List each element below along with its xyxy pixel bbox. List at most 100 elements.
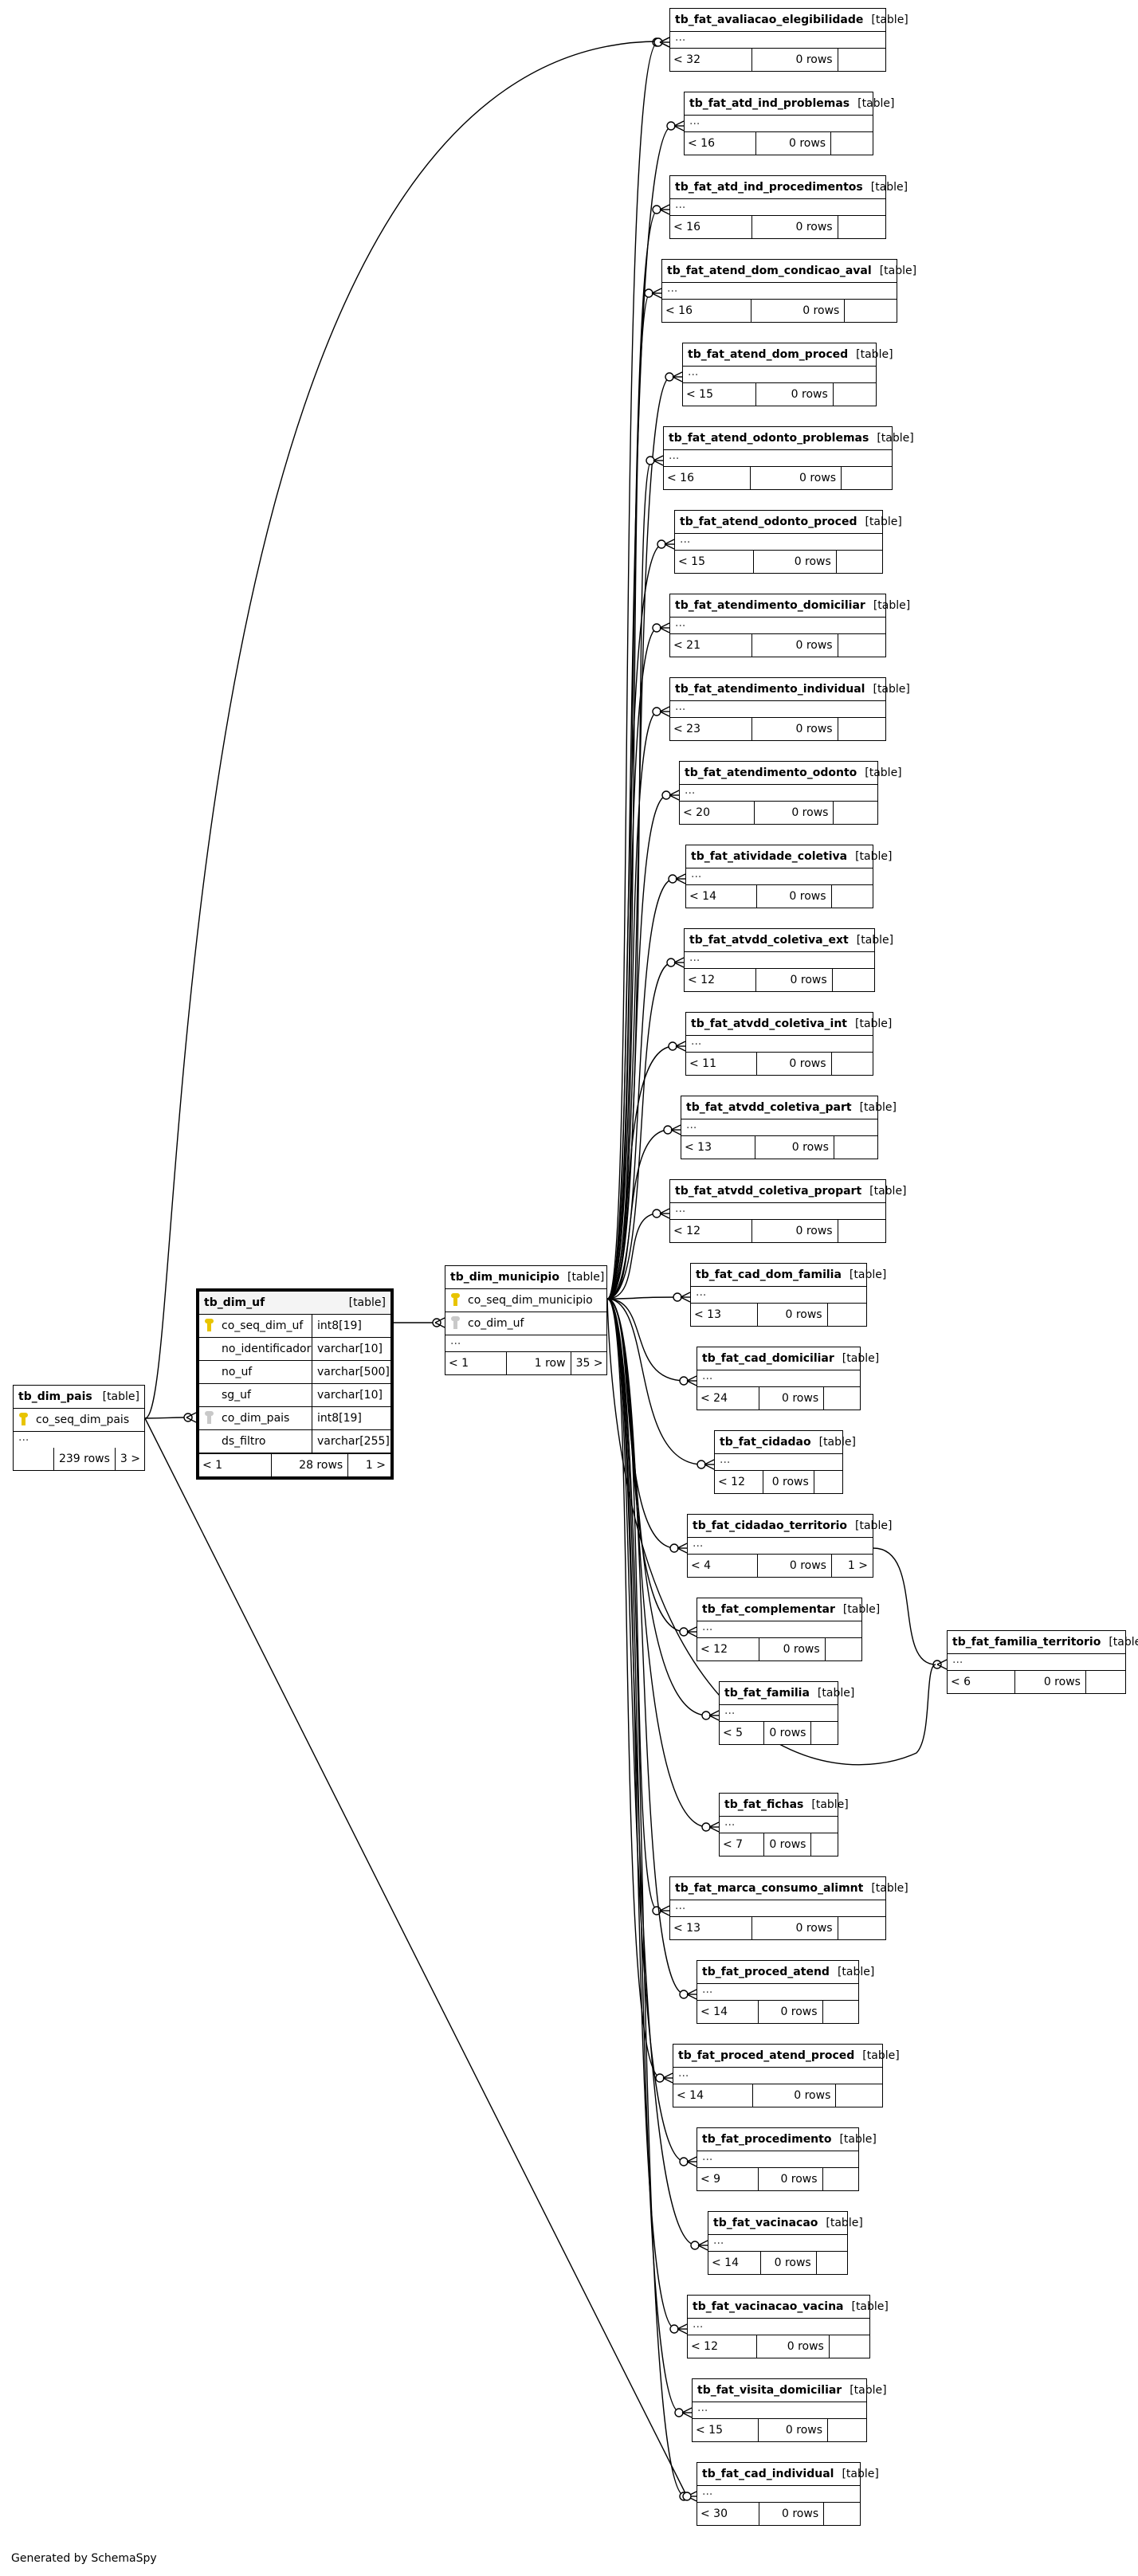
column-row[interactable]: no_uf varchar[500] — [199, 1361, 390, 1384]
parents-count: < 12 — [685, 969, 757, 991]
table-tb-fat-atendimento-domiciliar[interactable]: tb_fat_atendimento_domiciliar[table]...<… — [669, 594, 910, 657]
table-tb-fat-atend-dom-condicao-aval[interactable]: tb_fat_atend_dom_condicao_aval[table]...… — [661, 259, 916, 323]
table-footer: < 1 28 rows 1 > — [199, 1453, 390, 1476]
table-tb-fat-familia-territorio[interactable]: tb_fat_familia_territorio [table] ... < … — [947, 1630, 1138, 1694]
optional-marker-icon — [652, 1209, 661, 1218]
table-tag: [table] — [877, 432, 914, 445]
table-tag: [table] — [855, 1017, 893, 1030]
table-tb-fat-atd-ind-procedimentos[interactable]: tb_fat_atd_ind_procedimentos[table]...< … — [669, 175, 908, 239]
generated-by-credit: Generated by SchemaSpy — [11, 2552, 157, 2565]
parents-count: < 5 — [720, 1722, 765, 1744]
ellipsis-row: ... — [685, 784, 696, 797]
table-name: tb_fat_cad_domiciliar — [702, 1352, 834, 1365]
column-row[interactable]: sg_uf varchar[10] — [199, 1384, 390, 1407]
table-tag: [table] — [817, 1687, 855, 1700]
optional-marker-icon — [646, 456, 655, 465]
column-row[interactable]: co_dim_pais int8[19] — [199, 1407, 390, 1430]
parents-count: < 16 — [664, 467, 751, 489]
optional-marker-icon — [669, 2324, 679, 2334]
optional-marker-icon — [663, 1125, 673, 1135]
children-count: 35 > — [575, 1357, 603, 1370]
column-row[interactable]: co_seq_dim_municipio — [445, 1289, 606, 1312]
table-tb-dim-pais[interactable]: tb_dim_pais [table] co_seq_dim_pais ... … — [13, 1385, 145, 1471]
many-marker-icon — [686, 1989, 697, 2000]
edge-municipio-to-tb-fat-atvdd-coletiva-propart — [606, 1213, 659, 1300]
table-tb-fat-atvdd-coletiva-propart[interactable]: tb_fat_atvdd_coletiva_propart[table]...<… — [669, 1179, 907, 1243]
many-marker-icon — [708, 1821, 720, 1833]
table-tb-fat-atendimento-individual[interactable]: tb_fat_atendimento_individual[table]...<… — [669, 677, 910, 741]
parents-count: < 7 — [720, 1833, 765, 1856]
table-tag: [table] — [870, 181, 908, 194]
table-header: tb_fat_vacinacao_vacina[table] — [688, 2296, 889, 2319]
row-count: 239 rows — [54, 1448, 116, 1470]
table-tb-fat-marca-consumo-alimnt[interactable]: tb_fat_marca_consumo_alimnt[table]...< 1… — [669, 1876, 908, 1940]
column-row[interactable]: co_seq_dim_uf int8[19] — [199, 1315, 390, 1338]
many-marker-icon — [704, 1459, 715, 1470]
children-count: 1 > — [847, 1559, 868, 1572]
table-tb-fat-avaliacao-elegibilidade[interactable]: tb_fat_avaliacao_elegibilidade[table]...… — [669, 8, 908, 72]
edge-municipio-to-tb-fat-proced-atend — [606, 1298, 686, 1995]
row-count: 0 rows — [759, 1638, 826, 1660]
table-tb-fat-atvdd-coletiva-part[interactable]: tb_fat_atvdd_coletiva_part[table]...< 13… — [681, 1096, 897, 1159]
column-label: co_seq_dim_uf — [222, 1319, 304, 1332]
column-type: int8[19] — [312, 1407, 390, 1429]
ellipsis-row: ... — [675, 1202, 686, 1215]
parents-count: < 13 — [681, 1136, 756, 1159]
column-label: co_seq_dim_pais — [36, 1413, 130, 1426]
table-tag: [table] — [871, 1882, 908, 1895]
column-type: varchar[500] — [312, 1361, 390, 1383]
ellipsis-row: ... — [678, 2067, 689, 2080]
column-label: co_dim_uf — [468, 1317, 524, 1330]
children-count — [828, 2419, 866, 2441]
column-row[interactable]: no_identificador varchar[10] — [199, 1338, 390, 1361]
children-count — [814, 1471, 842, 1493]
table-tb-dim-municipio[interactable]: tb_dim_municipio [table] co_seq_dim_muni… — [445, 1265, 607, 1375]
table-tb-fat-atend-odonto-problemas[interactable]: tb_fat_atend_odonto_problemas[table]...<… — [663, 426, 914, 490]
children-count — [838, 718, 885, 740]
column-row[interactable]: ds_filtro varchar[255] — [199, 1430, 390, 1453]
table-tb-fat-proced-atend-proced[interactable]: tb_fat_proced_atend_proced[table]...< 14… — [673, 2044, 900, 2107]
column-name: co_seq_dim_uf — [199, 1315, 312, 1337]
row-count: 0 rows — [757, 1053, 832, 1075]
row-count: 0 rows — [752, 634, 838, 657]
parents-count: < 13 — [670, 1917, 752, 1939]
table-tb-fat-atend-odonto-proced[interactable]: tb_fat_atend_odonto_proced[table]...< 15… — [674, 510, 902, 574]
children-count — [831, 132, 873, 155]
column-type: varchar[10] — [312, 1384, 390, 1406]
table-tb-dim-uf[interactable]: tb_dim_uf [table] co_seq_dim_uf int8[19]… — [196, 1288, 394, 1480]
parents-count: < 1 — [199, 1454, 273, 1476]
children-count — [845, 300, 897, 322]
children-count — [838, 1917, 885, 1939]
column-row[interactable]: co_seq_dim_pais — [14, 1409, 144, 1432]
column-row[interactable]: co_dim_uf — [445, 1312, 606, 1335]
row-count: 0 rows — [759, 2419, 829, 2441]
children-count — [838, 216, 885, 238]
optional-marker-icon — [673, 1292, 682, 1302]
column-type: varchar[10] — [312, 1338, 390, 1360]
